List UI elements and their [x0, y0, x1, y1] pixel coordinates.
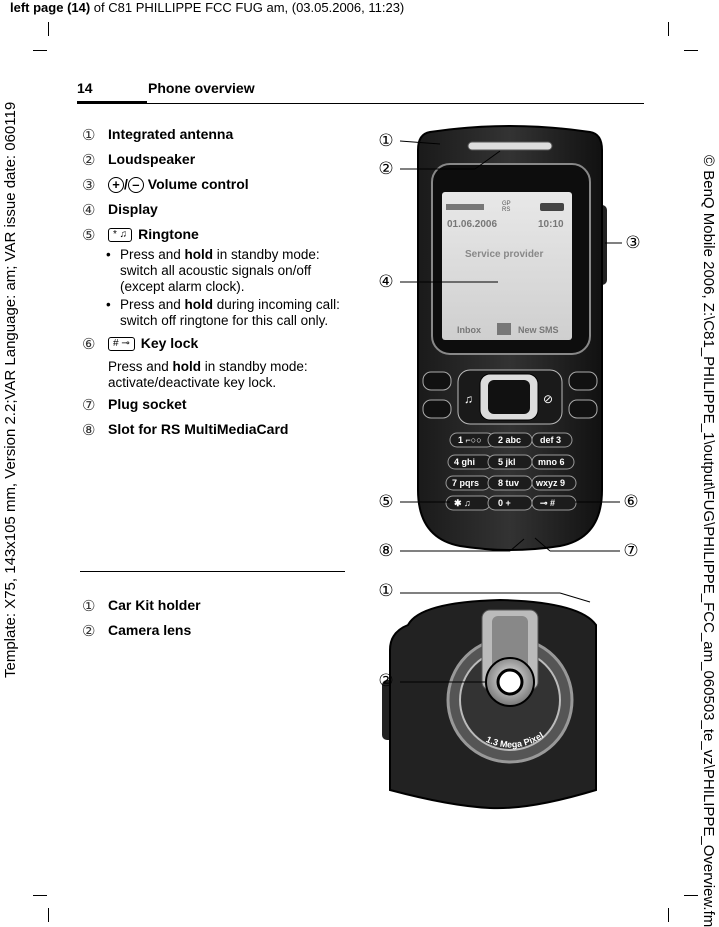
display [442, 192, 572, 340]
left-margin-text: Template: X75, 143x105 mm, Version 2.2;V… [2, 101, 19, 678]
header-rest: of C81 PHILLIPPE FCC FUG am, (03.05.2006… [90, 0, 405, 15]
camera-lens-center [496, 668, 524, 696]
callout-plug-socket: ⑦ [623, 541, 639, 560]
gprs-top: GP [502, 201, 511, 207]
star-key-icon: * ♫ [108, 228, 133, 243]
speaker-grille [467, 141, 553, 151]
bullet-item: •Press and hold during incoming call: sw… [106, 297, 340, 328]
callout-loudspeaker: ② [378, 159, 394, 178]
callout-antenna: ① [378, 131, 394, 150]
crop-mark [33, 895, 47, 896]
screen-date: 01.06.2006 [447, 219, 497, 230]
softkey-left [422, 371, 452, 391]
phone-front-illustration: GP RS 01.06.2006 10:10 Service provider … [399, 125, 622, 552]
end-key [568, 399, 598, 419]
hash-key-icon: # ⊸ [108, 337, 135, 352]
signal-bar-icon [446, 204, 484, 210]
key-hash [531, 495, 577, 511]
callout-camera-lens: ② [378, 671, 394, 690]
title-underline [147, 103, 644, 104]
phone-back-illustration: 1.3 Mega Pixel [382, 592, 597, 810]
softkey-right [568, 371, 598, 391]
callout-ringtone: ⑤ [378, 492, 394, 511]
key-hash-label: ⊸ # [540, 498, 555, 508]
leader-line [509, 538, 525, 552]
key-7-label: 7 pqrs [452, 478, 479, 488]
battery-icon [540, 203, 564, 211]
leader-line [534, 537, 551, 552]
page-title: Phone overview [148, 80, 255, 96]
key-0-label: 0 + [498, 498, 511, 508]
section-divider [80, 571, 345, 572]
right-margin-text: © BenQ Mobile 2006, Z:\C81_PHILIPPE_1\ou… [700, 155, 717, 927]
key-9-label: wxyz 9 [535, 478, 565, 488]
crop-mark [668, 22, 669, 36]
header-bold: left page (14) [10, 0, 91, 15]
key-1-label: 1 ⌐○○ [458, 435, 482, 445]
callout-volume: ③ [625, 233, 641, 252]
screen-provider: Service provider [465, 249, 543, 260]
key-3 [531, 432, 573, 448]
leader-line [474, 150, 501, 170]
crop-mark [33, 50, 47, 51]
music-note-icon: ♫ [464, 392, 473, 406]
crop-mark [48, 908, 49, 922]
callout-car-kit-holder: ① [378, 581, 394, 600]
crop-mark [48, 22, 49, 36]
call-key [422, 399, 452, 419]
crop-mark [684, 895, 698, 896]
bullet-item: •Press and hold in standby mode: switch … [106, 247, 320, 294]
callout-memory-slot: ⑧ [378, 541, 394, 560]
key-8-label: 8 tuv [498, 478, 519, 488]
key-star-label: ✱ ♫ [454, 498, 471, 508]
plus-key-icon: + [108, 177, 124, 194]
crop-mark [668, 908, 669, 922]
key-5-label: 5 jkl [498, 457, 516, 467]
key-6 [531, 454, 575, 470]
key-3-label: def 3 [540, 435, 561, 445]
menu-grid-icon [497, 323, 511, 335]
gprs-bottom: RS [502, 207, 510, 213]
key-9 [531, 475, 577, 491]
leader-line [399, 140, 441, 145]
softkey-right-label: New SMS [518, 325, 559, 335]
page-number: 14 [77, 80, 93, 96]
softkey-left-label: Inbox [457, 325, 481, 335]
center-key [488, 380, 530, 414]
callout-keylock: ⑥ [623, 492, 639, 511]
key-4-label: 4 ghi [454, 457, 475, 467]
key-2-label: 2 abc [498, 435, 521, 445]
crop-mark [684, 50, 698, 51]
leader-line [559, 592, 591, 603]
internet-icon: ⊘ [543, 392, 553, 406]
key-6-label: mno 6 [538, 457, 565, 467]
callout-display: ④ [378, 272, 394, 291]
screen-time: 10:10 [538, 219, 564, 230]
keylock-text: Press and hold in standby mode: activate… [108, 359, 308, 390]
title-underline-thick [77, 101, 147, 104]
header-line: left page (14) of C81 PHILLIPPE FCC FUG … [10, 0, 404, 15]
minus-key-icon: – [127, 177, 144, 194]
